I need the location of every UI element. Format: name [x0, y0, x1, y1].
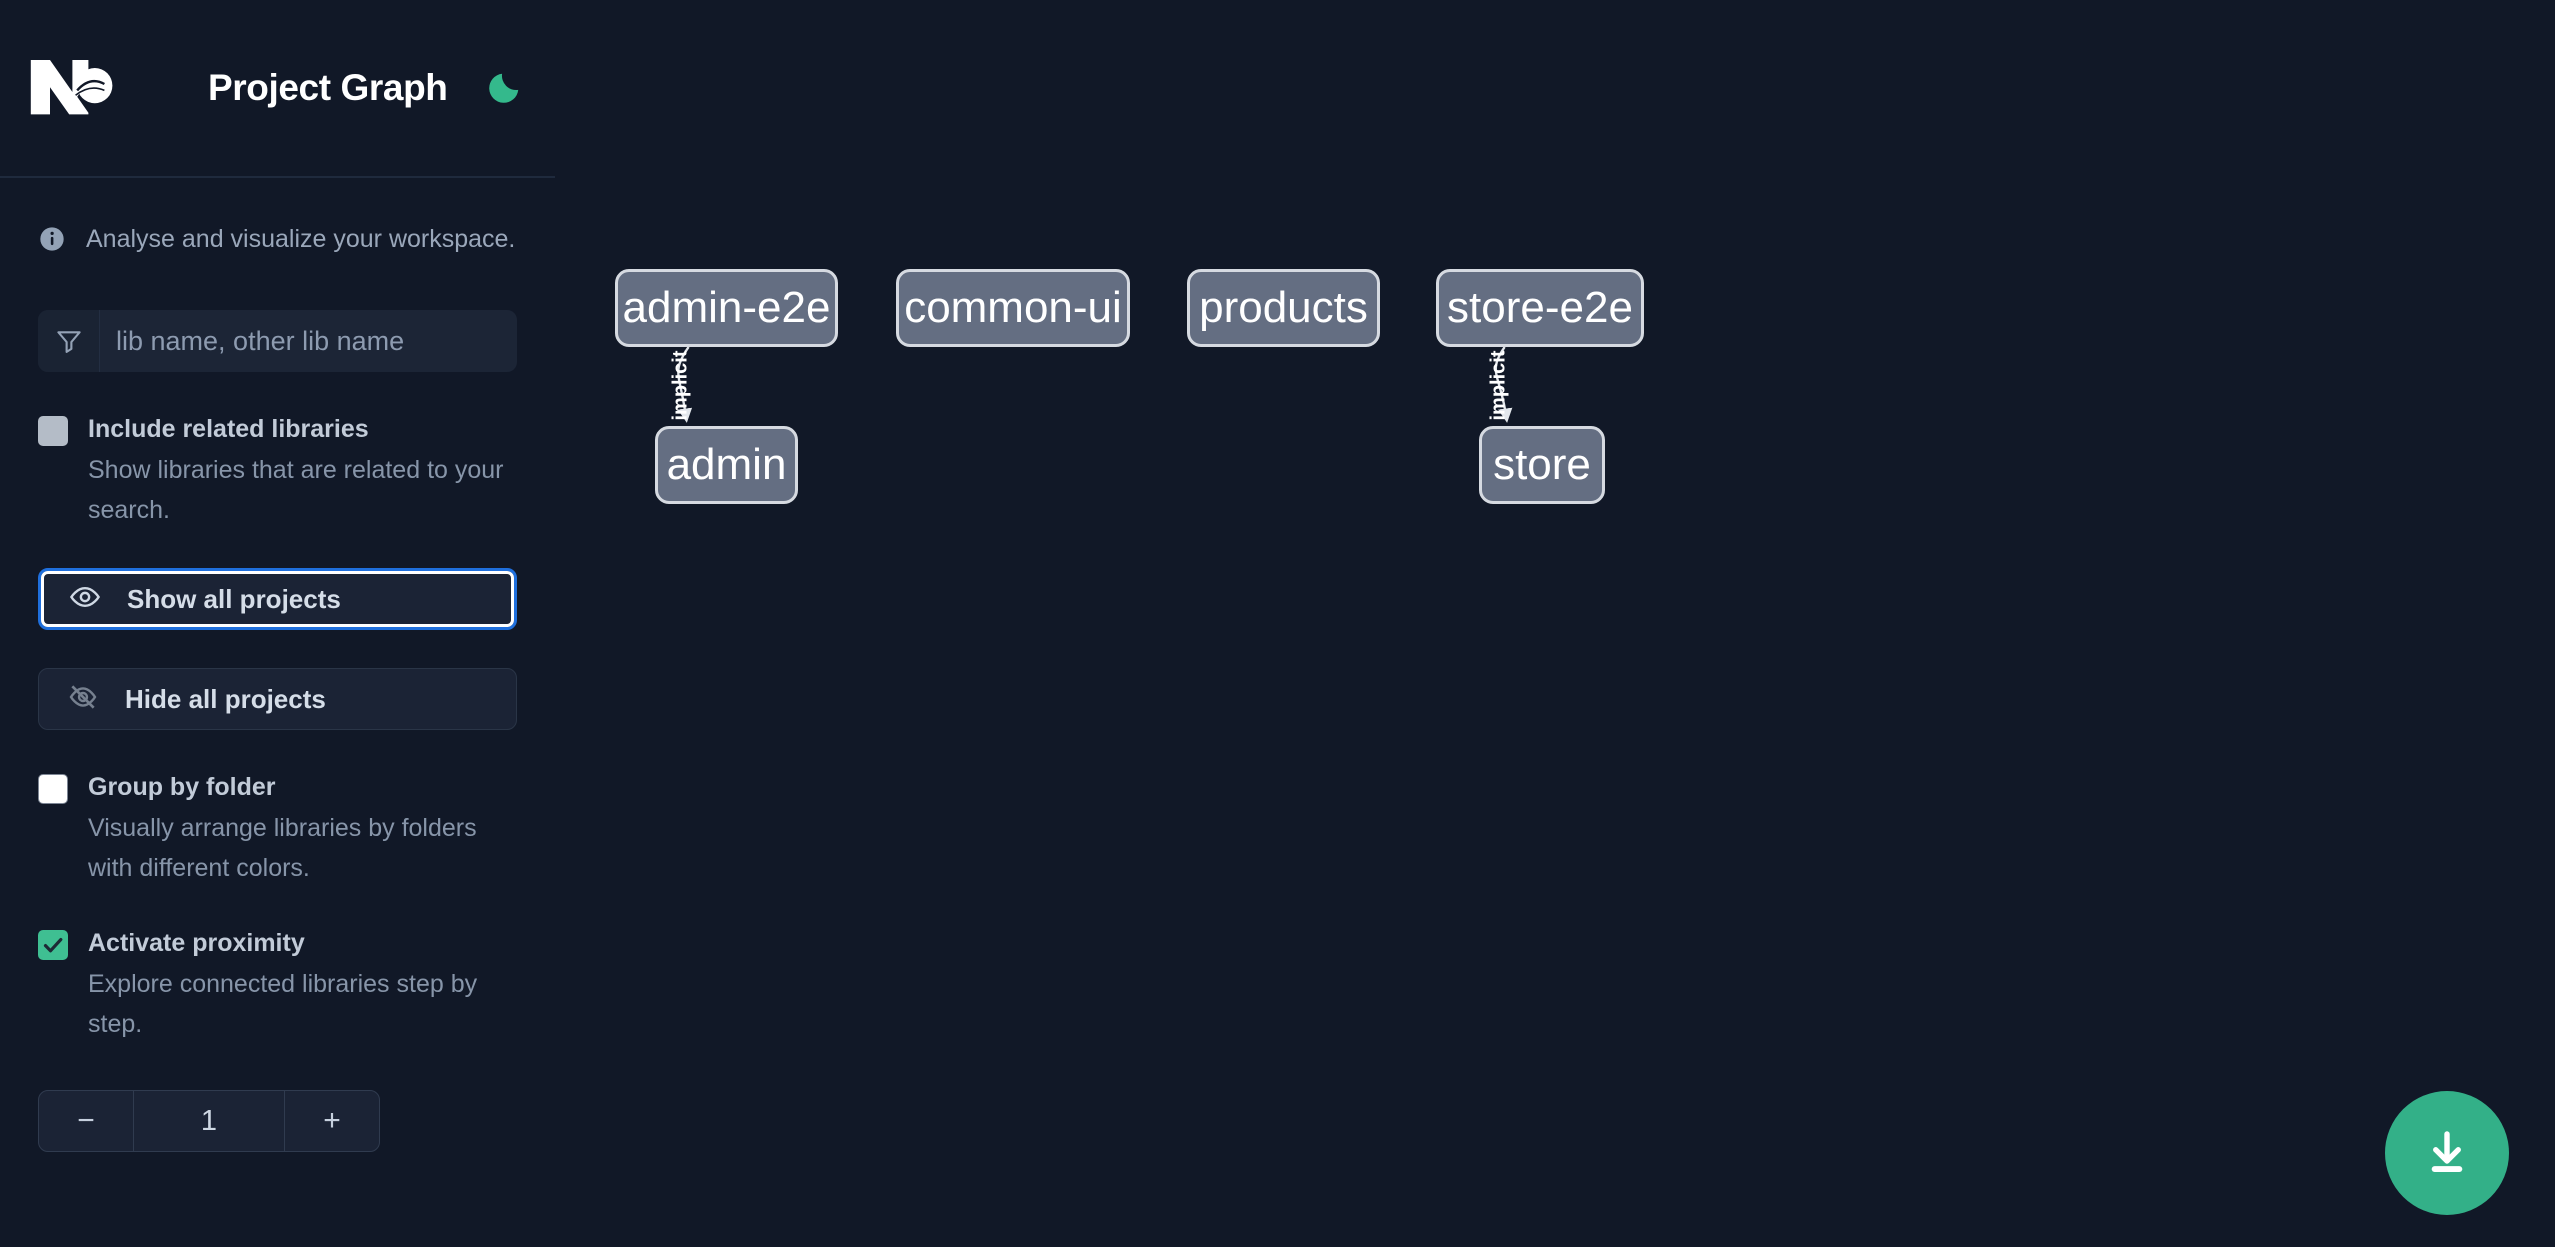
- stepper-decrement-button[interactable]: −: [39, 1091, 134, 1151]
- option-description: Explore connected libraries step by step…: [88, 970, 478, 1038]
- proximity-stepper: − 1 +: [38, 1090, 380, 1152]
- button-label: Hide all projects: [125, 683, 326, 714]
- sidebar-header: Project Graph: [0, 0, 555, 178]
- eye-off-icon: [67, 681, 99, 718]
- sidebar-body: Analyse and visualize your workspace. In…: [0, 222, 555, 1152]
- page-title: Project Graph: [208, 67, 448, 108]
- graph-node-common-ui[interactable]: common-ui: [896, 269, 1130, 347]
- graph-node-admin-e2e[interactable]: admin-e2e: [615, 269, 838, 347]
- show-all-projects-button[interactable]: Show all projects: [38, 568, 517, 630]
- filter-row: [38, 310, 517, 372]
- option-label: Include related libraries: [88, 415, 369, 443]
- option-label: Activate proximity: [88, 929, 305, 957]
- checkbox-activate-proximity[interactable]: [38, 930, 68, 960]
- sidebar: Project Graph Analyse and visualize your…: [0, 0, 555, 1247]
- option-label: Group by folder: [88, 773, 276, 801]
- info-icon: [38, 225, 66, 253]
- option-activate-proximity[interactable]: Activate proximity Explore connected lib…: [38, 926, 517, 1044]
- stepper-value: 1: [200, 1104, 218, 1137]
- stepper-increment-button[interactable]: +: [284, 1091, 379, 1151]
- graph-node-products[interactable]: products: [1187, 269, 1380, 347]
- graph-edge-label: implicit: [669, 349, 692, 421]
- hide-all-projects-button[interactable]: Hide all projects: [38, 668, 517, 730]
- option-group-by-folder[interactable]: Group by folder Visually arrange librari…: [38, 770, 517, 888]
- graph-edge-label: implicit: [1487, 349, 1510, 421]
- graph-canvas[interactable]: admin-e2e common-ui products store-e2e admin…: [555, 0, 2555, 1247]
- tagline: Analyse and visualize your workspace.: [38, 222, 517, 256]
- moon-icon[interactable]: [483, 67, 525, 109]
- option-include-related-libraries[interactable]: Include related libraries Show libraries…: [38, 412, 517, 530]
- button-label: Show all projects: [127, 583, 341, 614]
- download-icon: [2420, 1125, 2474, 1182]
- checkbox-group-by-folder[interactable]: [38, 774, 68, 804]
- checkbox-include-related-libraries[interactable]: [38, 416, 68, 446]
- graph-node-admin[interactable]: admin: [655, 426, 798, 504]
- funnel-icon: [38, 310, 100, 372]
- search-input[interactable]: [100, 310, 517, 372]
- graph-node-store-e2e[interactable]: store-e2e: [1436, 269, 1644, 347]
- eye-icon: [69, 581, 101, 618]
- option-description: Visually arrange libraries by folders wi…: [88, 814, 477, 882]
- tagline-text: Analyse and visualize your workspace.: [86, 224, 516, 253]
- nx-logo-icon: [26, 53, 122, 123]
- download-graph-button[interactable]: [2385, 1091, 2509, 1215]
- graph-node-store[interactable]: store: [1479, 426, 1605, 504]
- option-description: Show libraries that are related to your …: [88, 456, 504, 524]
